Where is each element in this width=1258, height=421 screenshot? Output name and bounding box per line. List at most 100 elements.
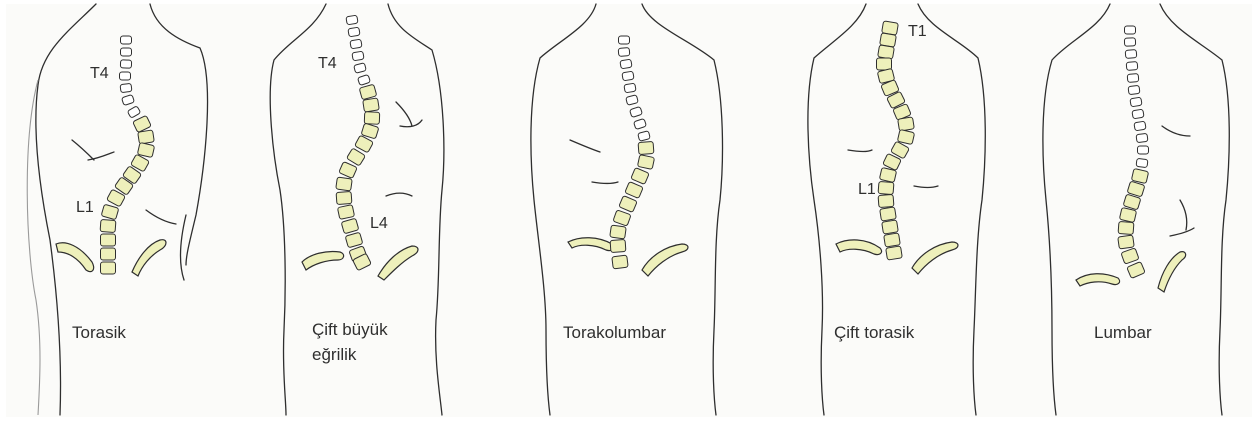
vertebra [345, 232, 363, 248]
torso-outline [531, 4, 596, 415]
vertebra [1132, 109, 1144, 119]
vertebra [1126, 62, 1138, 71]
iliac-crest [912, 242, 958, 274]
vertebra [101, 248, 116, 260]
vertebra [634, 118, 647, 129]
vertebra [1119, 207, 1136, 222]
vertebra [121, 36, 132, 44]
level-label-l1: L1 [858, 181, 876, 198]
spine [1118, 26, 1149, 278]
vertebra [1118, 235, 1135, 249]
vertebra [1127, 74, 1139, 83]
panel-cift-buyuk-egrilik: T4 L4 Çift büyük eğrilik [270, 4, 444, 415]
vertebra [638, 141, 654, 154]
vertebra [877, 58, 892, 70]
vertebra [610, 225, 627, 239]
vertebra [878, 181, 894, 194]
vertebra [122, 94, 135, 105]
vertebra [101, 262, 116, 274]
vertebra [1138, 146, 1149, 154]
vertebra [625, 182, 644, 199]
iliac-crest [302, 251, 344, 270]
level-label-t4: T4 [90, 65, 109, 82]
spine [336, 15, 380, 271]
vertebra [1127, 262, 1146, 279]
vertebra [1125, 26, 1136, 34]
iliac-crest [1076, 274, 1120, 286]
vertebra [1134, 121, 1146, 131]
vertebra [637, 155, 654, 170]
iliac-crest [378, 246, 418, 280]
vertebra [886, 246, 903, 260]
vertebra [336, 177, 353, 191]
vertebra [341, 218, 359, 234]
scapula-line [396, 102, 412, 126]
level-label-t4: T4 [318, 55, 337, 72]
vertebra [878, 194, 894, 207]
vertebra [631, 168, 650, 185]
vertebra [120, 60, 131, 68]
torso-outline [1160, 4, 1229, 415]
iliac-crest [132, 240, 166, 276]
vertebra [620, 59, 632, 69]
vertebra [1121, 248, 1139, 264]
vertebra [1136, 158, 1148, 167]
vertebra [624, 83, 636, 93]
vertebra [626, 95, 639, 105]
vertebra [137, 142, 154, 157]
vertebra [884, 233, 901, 247]
waist-line [386, 193, 412, 196]
vertebra [1131, 168, 1148, 183]
vertebra [354, 63, 367, 73]
vertebra [350, 39, 362, 49]
panel-torasik: T4 L1 Torasik [27, 4, 207, 415]
vertebra [346, 148, 365, 166]
scapula-line [146, 210, 176, 224]
vertebra [359, 84, 377, 100]
vertebra [619, 36, 630, 44]
scapula-line [914, 186, 938, 188]
vertebra [348, 27, 360, 37]
scapula-line [592, 182, 618, 184]
vertebra [337, 205, 354, 220]
vertebra [1118, 221, 1134, 234]
vertebra [898, 117, 915, 131]
vertebra [138, 130, 155, 144]
vertebra [352, 51, 364, 61]
iliac-crest [836, 240, 882, 255]
vertebra [1128, 85, 1140, 94]
vertebra [618, 48, 630, 57]
vertebra [878, 45, 895, 59]
waist-line [1170, 228, 1194, 236]
vertebra [1136, 133, 1148, 142]
arm-line [180, 215, 186, 280]
iliac-crest [1158, 252, 1186, 292]
vertebra [100, 219, 116, 232]
level-label-l1: L1 [76, 199, 94, 216]
vertebra [1124, 38, 1135, 46]
vertebra [610, 240, 626, 253]
spine [877, 21, 915, 260]
vertebra [630, 106, 643, 117]
vertebra [897, 129, 914, 144]
vertebra [619, 196, 638, 213]
vertebra [121, 48, 132, 56]
level-label-l4: L4 [370, 215, 388, 232]
scapula-line [848, 150, 872, 152]
scapula-line [1162, 126, 1190, 136]
vertebra [1125, 50, 1137, 59]
torso-outline [642, 4, 722, 415]
torso-outline [918, 4, 985, 415]
vertebra [101, 234, 116, 246]
scapula-line [72, 140, 94, 160]
iliac-crest [56, 243, 94, 272]
scapula-line [88, 152, 114, 160]
waist-line [1180, 200, 1187, 230]
vertebra [638, 131, 651, 141]
torso-outline [388, 4, 444, 415]
vertebra [882, 220, 899, 234]
iliac-crest [642, 244, 688, 276]
vertebra [358, 74, 371, 85]
vertebra [363, 98, 380, 112]
vertebra [1130, 97, 1142, 107]
